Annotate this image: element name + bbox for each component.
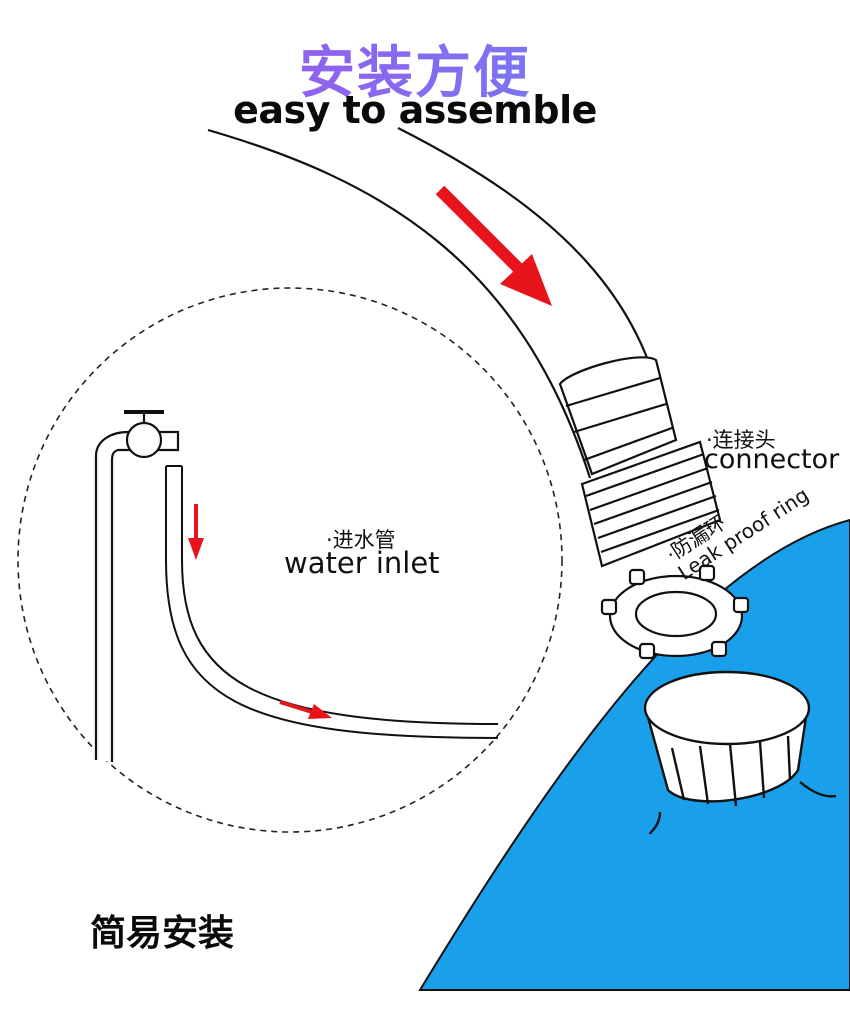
inlet-arrow-right-icon <box>279 700 332 719</box>
leak-proof-ring <box>600 564 750 660</box>
water-tank-body <box>418 518 850 991</box>
title-chinese: 安装方便 <box>0 28 830 109</box>
water-inlet-pipe <box>165 465 499 739</box>
tank-cap <box>643 670 837 835</box>
connector-part <box>558 356 722 568</box>
inlet-label-en: water inlet <box>284 546 440 580</box>
title-english: easy to assemble <box>233 88 597 132</box>
footer-caption: 简易安装 <box>90 913 235 954</box>
inlet-arrow-down-icon <box>188 504 204 560</box>
faucet-icon <box>94 410 180 762</box>
flow-arrow-icon <box>435 185 552 306</box>
inset-dashed-circle <box>17 287 563 833</box>
connector-label-en: connector <box>704 444 840 475</box>
inlet-label-cn: ·进水管 <box>326 528 396 552</box>
connector-label-cn: ·连接头 <box>706 428 776 452</box>
